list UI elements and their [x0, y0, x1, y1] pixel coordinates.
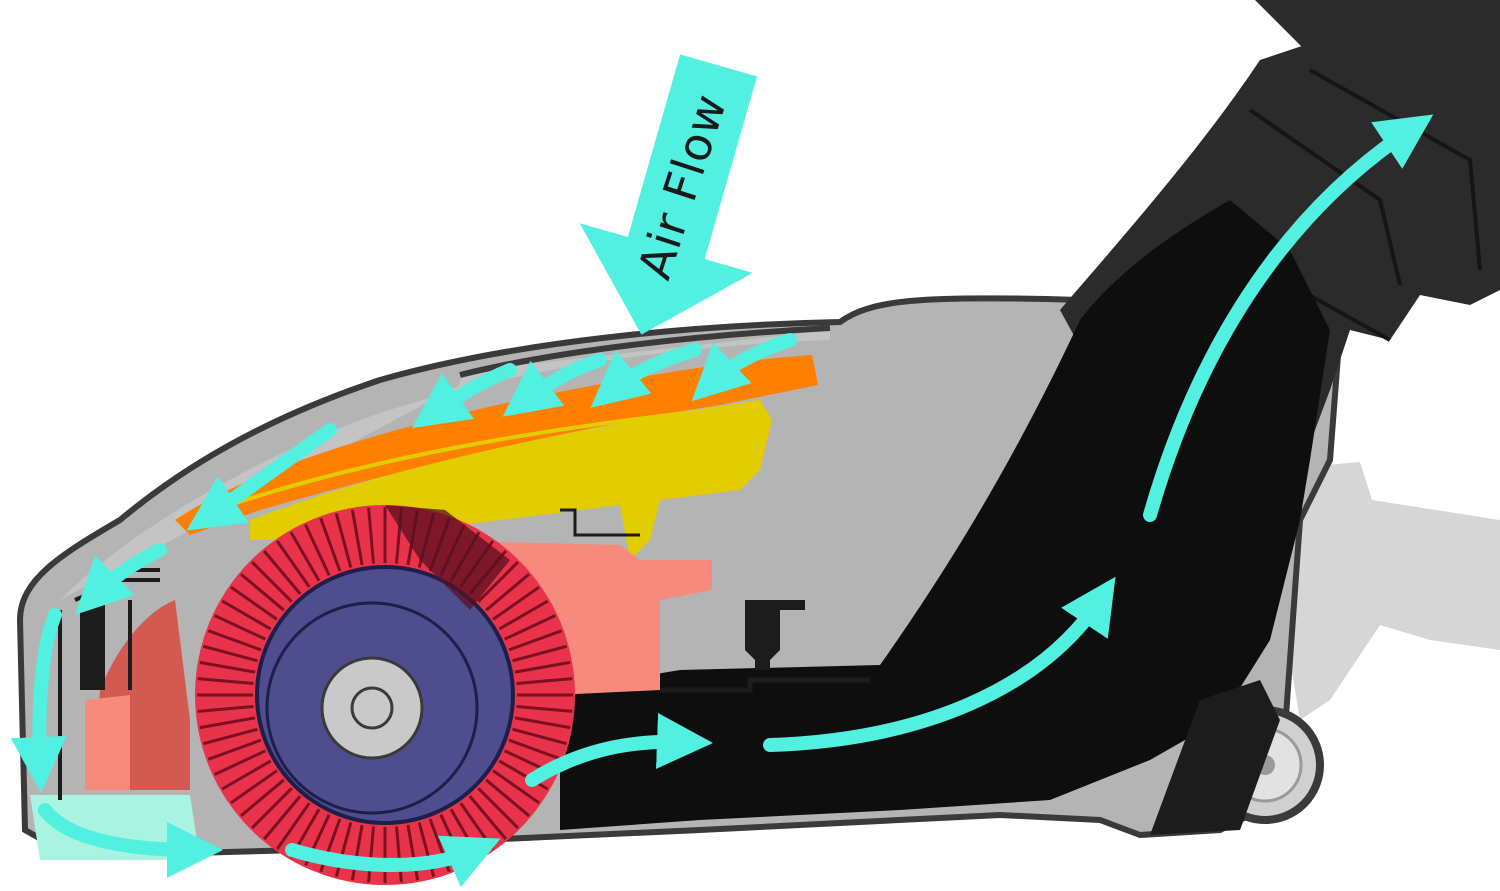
brush-bristle [203, 727, 258, 746]
airflow-arrow-icon [590, 343, 702, 408]
brush-bristle [485, 778, 530, 817]
brush-bristle [230, 769, 278, 805]
brush-bristle [213, 749, 267, 776]
brush-bristle [263, 550, 302, 595]
brush-bristle [334, 513, 353, 568]
brush-bristle [240, 573, 285, 612]
brush-bristle [207, 629, 262, 652]
brush-bristle [221, 759, 272, 791]
brush-bristle [275, 802, 311, 850]
brush-bristle [199, 716, 256, 730]
airflow-arrows [10, 114, 1434, 887]
brush-bristle [319, 517, 342, 572]
airflow-arrow-icon [763, 576, 1116, 752]
internal-bracket [560, 508, 640, 537]
valve-stem [745, 600, 805, 670]
airflow-arrow-icon [502, 353, 607, 417]
brush-bristle [350, 824, 364, 881]
front-block [85, 695, 130, 790]
brush-bristle [367, 826, 375, 883]
airflow-arrow-icon [412, 363, 517, 429]
brush-bristle [213, 614, 267, 641]
airflow-arrow-icon [525, 713, 713, 787]
brush-bristle [468, 795, 507, 840]
brush-bristle [477, 561, 519, 603]
brush-bristle [350, 509, 364, 566]
airflow-arrow-icon [285, 835, 501, 887]
rear-fender [1150, 680, 1280, 835]
filter-orange [175, 355, 818, 535]
brush-bristle [289, 531, 321, 582]
brush-bristle [477, 787, 519, 829]
brush-bristle [512, 727, 567, 746]
handle-top [1255, 0, 1500, 150]
brush-bristle [492, 585, 540, 621]
brush-bristle [203, 644, 258, 663]
airflow-arrow-icon [38, 803, 223, 878]
brush-bristle [503, 614, 557, 641]
airflow-arrow-icon [10, 608, 67, 793]
brush-bristle [514, 660, 571, 674]
brush-roll-icon [195, 505, 575, 885]
airflow-main-arrow [579, 54, 758, 335]
airflow-arrow-icon [75, 543, 167, 615]
brush-bristle [230, 585, 278, 621]
brush-bristle [498, 759, 549, 791]
rear-shadow [1270, 462, 1500, 720]
brush-bristle [498, 599, 549, 631]
brush-bristle [304, 523, 331, 577]
body-top-lip [459, 325, 831, 378]
front-dark-slot [80, 600, 105, 690]
internal-divider [660, 677, 870, 693]
brush-bristle [197, 705, 254, 713]
brush-bristle [514, 716, 571, 730]
brush-bristle [395, 826, 403, 883]
brush-bristle [207, 738, 262, 761]
brush-bristle [485, 573, 530, 612]
airflow-arrow-icon [186, 423, 337, 531]
brush-bristle [197, 677, 254, 685]
brush-bristle [263, 795, 302, 840]
brush-bristle [516, 705, 573, 713]
brush-bristle [251, 787, 293, 829]
brush-bristle [240, 778, 285, 817]
brush-dark-wedge [385, 505, 510, 610]
brush-bristle [508, 629, 563, 652]
brush-bristle [367, 507, 375, 564]
handle-ring-line [1248, 68, 1482, 342]
brush-bristle [275, 540, 311, 588]
brush-bristle [251, 561, 293, 603]
airflow-arrow-icon [691, 333, 797, 402]
air-duct [560, 200, 1330, 830]
brush-bristle [492, 769, 540, 805]
brush-bristle [516, 677, 573, 685]
brush-bristle [199, 660, 256, 674]
airflow-arrow-icon [579, 54, 758, 335]
brush-bristle [508, 738, 563, 761]
airflow-arrow-icon [1143, 114, 1434, 522]
brush-bristle [512, 644, 567, 663]
brush-bristle [221, 599, 272, 631]
